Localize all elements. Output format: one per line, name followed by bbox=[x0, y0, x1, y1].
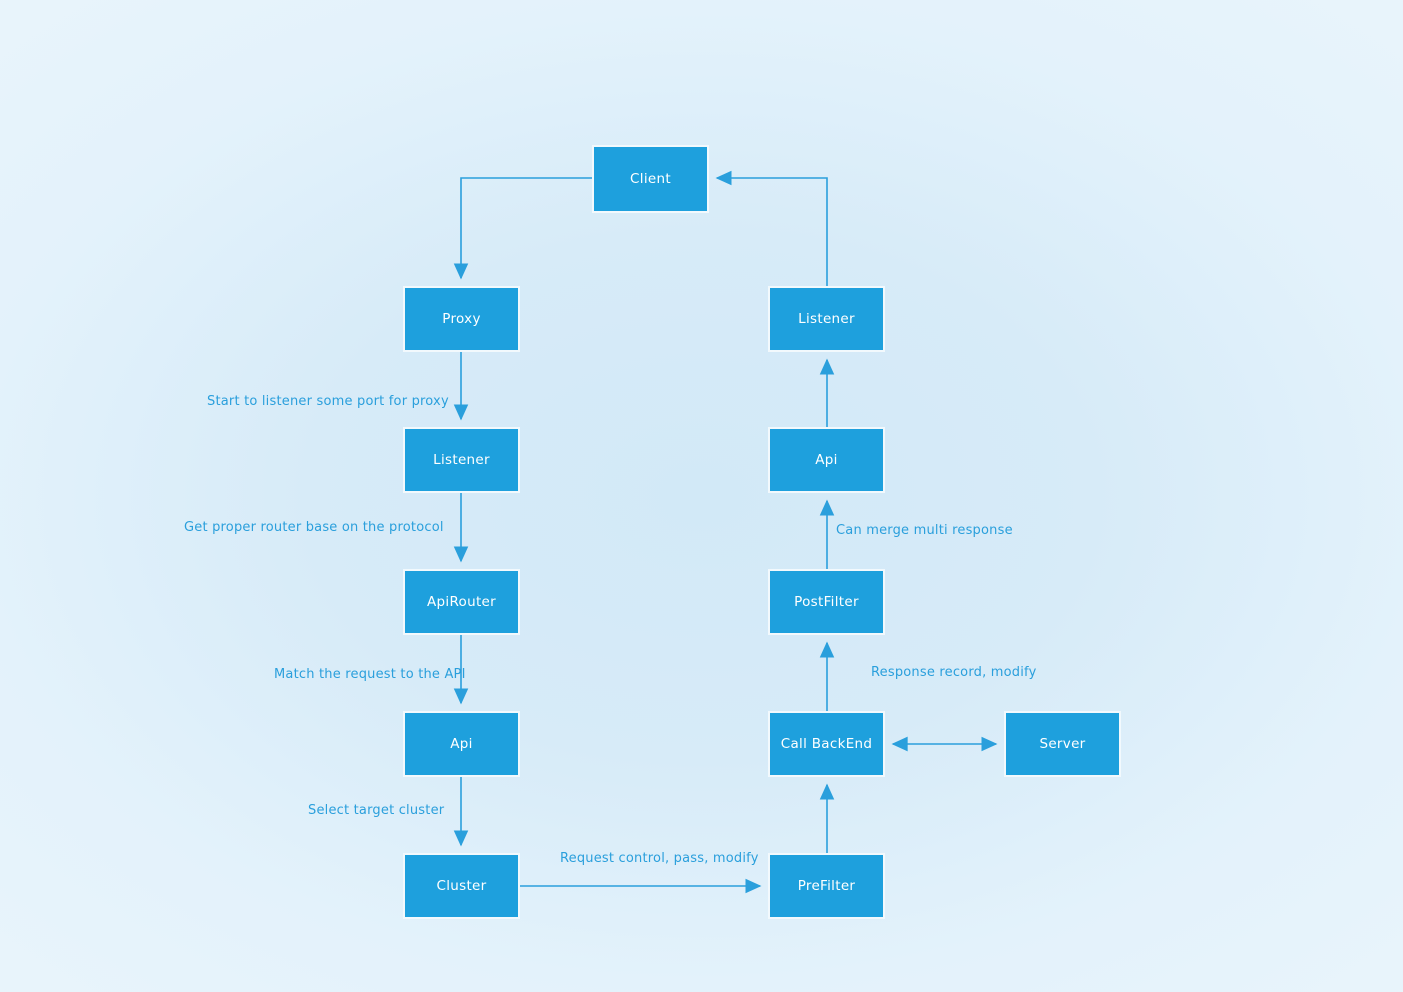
node-proxy-label: Proxy bbox=[442, 311, 481, 327]
node-cluster[interactable]: Cluster bbox=[403, 853, 520, 919]
node-prefilter[interactable]: PreFilter bbox=[768, 853, 885, 919]
edge-label-request-control: Request control, pass, modify bbox=[560, 851, 759, 866]
node-api-left[interactable]: Api bbox=[403, 711, 520, 777]
edge-label-response-record: Response record, modify bbox=[871, 665, 1037, 680]
node-apirouter[interactable]: ApiRouter bbox=[403, 569, 520, 635]
node-listener-right-label: Listener bbox=[798, 311, 855, 327]
node-listener-right[interactable]: Listener bbox=[768, 286, 885, 352]
edge-listener-to-client bbox=[715, 170, 828, 286]
node-postfilter-label: PostFilter bbox=[794, 594, 859, 610]
edge-label-match-request: Match the request to the API bbox=[274, 667, 466, 682]
node-proxy[interactable]: Proxy bbox=[403, 286, 520, 352]
node-call-backend-label: Call BackEnd bbox=[780, 736, 873, 752]
node-postfilter[interactable]: PostFilter bbox=[768, 569, 885, 635]
edge-label-can-merge: Can merge multi response bbox=[836, 523, 1013, 538]
node-api-right-label: Api bbox=[815, 452, 838, 468]
node-apirouter-label: ApiRouter bbox=[427, 594, 496, 610]
node-server-label: Server bbox=[1039, 736, 1086, 752]
node-listener-left[interactable]: Listener bbox=[403, 427, 520, 493]
node-prefilter-label: PreFilter bbox=[797, 878, 856, 894]
edge-client-to-proxy bbox=[453, 177, 592, 280]
node-client-label: Client bbox=[630, 171, 671, 187]
node-client[interactable]: Client bbox=[592, 145, 709, 213]
node-call-backend[interactable]: Call BackEnd bbox=[768, 711, 885, 777]
edge-label-start-to-listener: Start to listener some port for proxy bbox=[207, 394, 449, 409]
node-server[interactable]: Server bbox=[1004, 711, 1121, 777]
edge-label-get-proper-router: Get proper router base on the protocol bbox=[184, 520, 444, 535]
node-cluster-label: Cluster bbox=[436, 878, 487, 894]
node-listener-left-label: Listener bbox=[433, 452, 490, 468]
node-api-right[interactable]: Api bbox=[768, 427, 885, 493]
edge-label-select-target-cluster: Select target cluster bbox=[308, 803, 445, 818]
node-api-left-label: Api bbox=[450, 736, 473, 752]
